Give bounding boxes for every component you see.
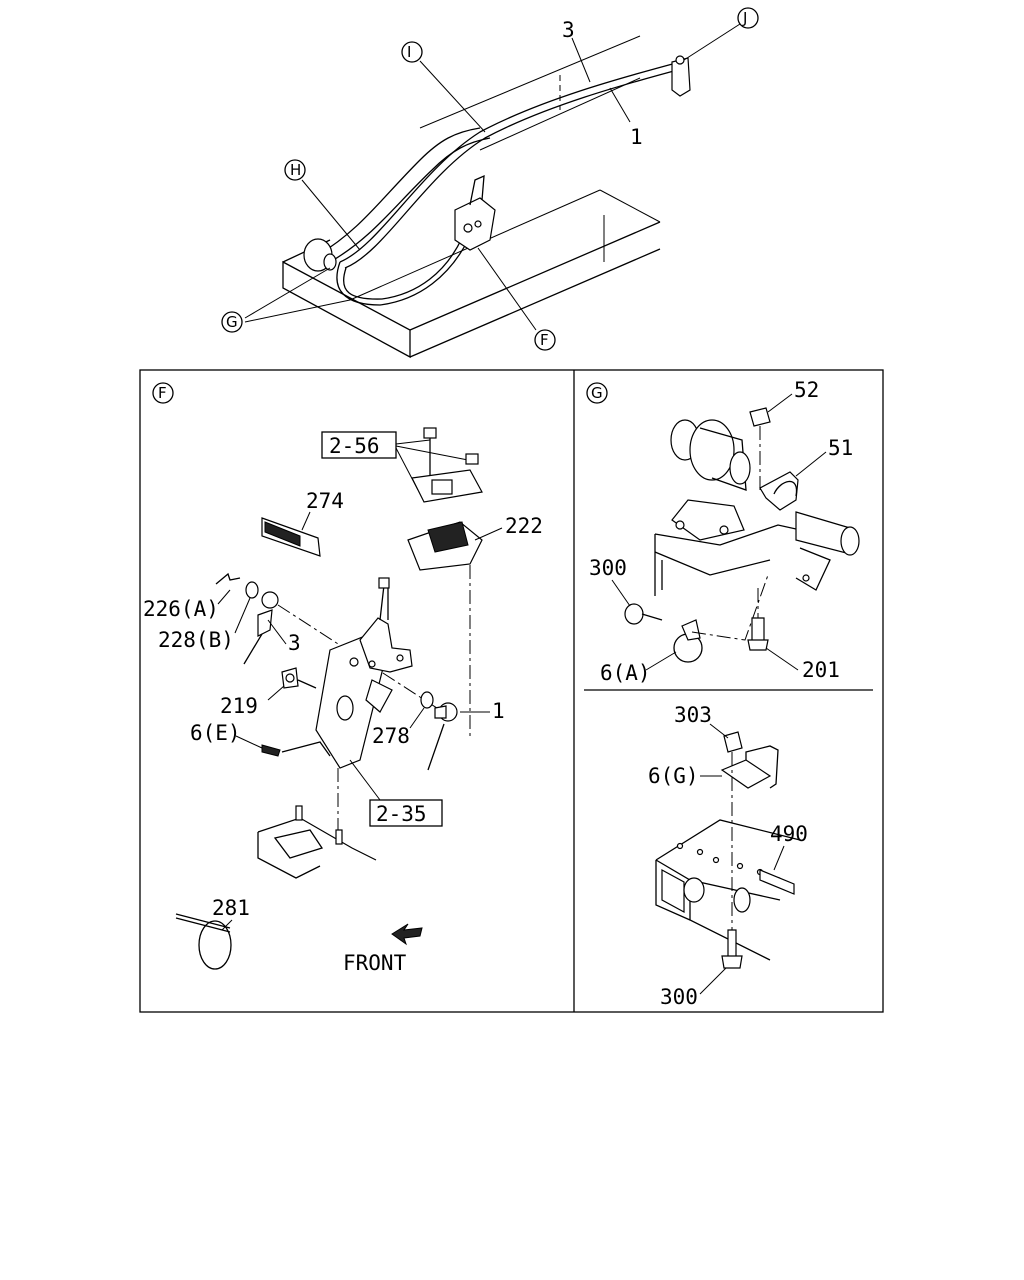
label-281: 281	[212, 896, 250, 920]
detail-frame	[139, 369, 884, 1013]
front-arrow-icon	[391, 923, 423, 946]
label-278: 278	[372, 724, 410, 748]
label-51: 51	[828, 436, 853, 460]
callout-H: H	[290, 161, 301, 179]
overview-assembly: I J H G F 3 1	[221, 7, 759, 359]
label-1: 1	[492, 699, 505, 723]
label-52: 52	[794, 378, 819, 402]
label-228b: 228(B)	[158, 628, 234, 652]
label-6g: 6(G)	[648, 764, 699, 788]
label-6a: 6(A)	[600, 661, 651, 685]
label-300-upper: 300	[589, 556, 627, 580]
panel-f-marker: F	[158, 384, 167, 402]
panel-g: G 52 51 300 6(A)	[586, 378, 860, 685]
label-cable-1: 1	[630, 125, 643, 149]
label-219: 219	[220, 694, 258, 718]
callout-J: J	[742, 9, 747, 27]
callout-G: G	[226, 313, 238, 331]
label-3: 3	[288, 631, 301, 655]
label-2-56: 2-56	[329, 434, 380, 458]
label-cable-3: 3	[562, 18, 575, 42]
label-222: 222	[505, 514, 543, 538]
panel-g-lower: 303 6(G) 490 300	[648, 703, 808, 1009]
label-274: 274	[306, 489, 344, 513]
panel-f: F 2-56 274 222 226(A) 228(B)	[143, 382, 543, 975]
label-303: 303	[674, 703, 712, 727]
label-201: 201	[802, 658, 840, 682]
panel-g-marker: G	[591, 384, 603, 402]
label-490: 490	[770, 822, 808, 846]
label-300-lower: 300	[660, 985, 698, 1009]
label-6e: 6(E)	[190, 721, 241, 745]
label-226a: 226(A)	[143, 597, 219, 621]
callout-F: F	[540, 331, 549, 349]
callout-I: I	[407, 43, 411, 61]
label-front: FRONT	[343, 951, 407, 975]
label-2-35: 2-35	[376, 802, 427, 826]
